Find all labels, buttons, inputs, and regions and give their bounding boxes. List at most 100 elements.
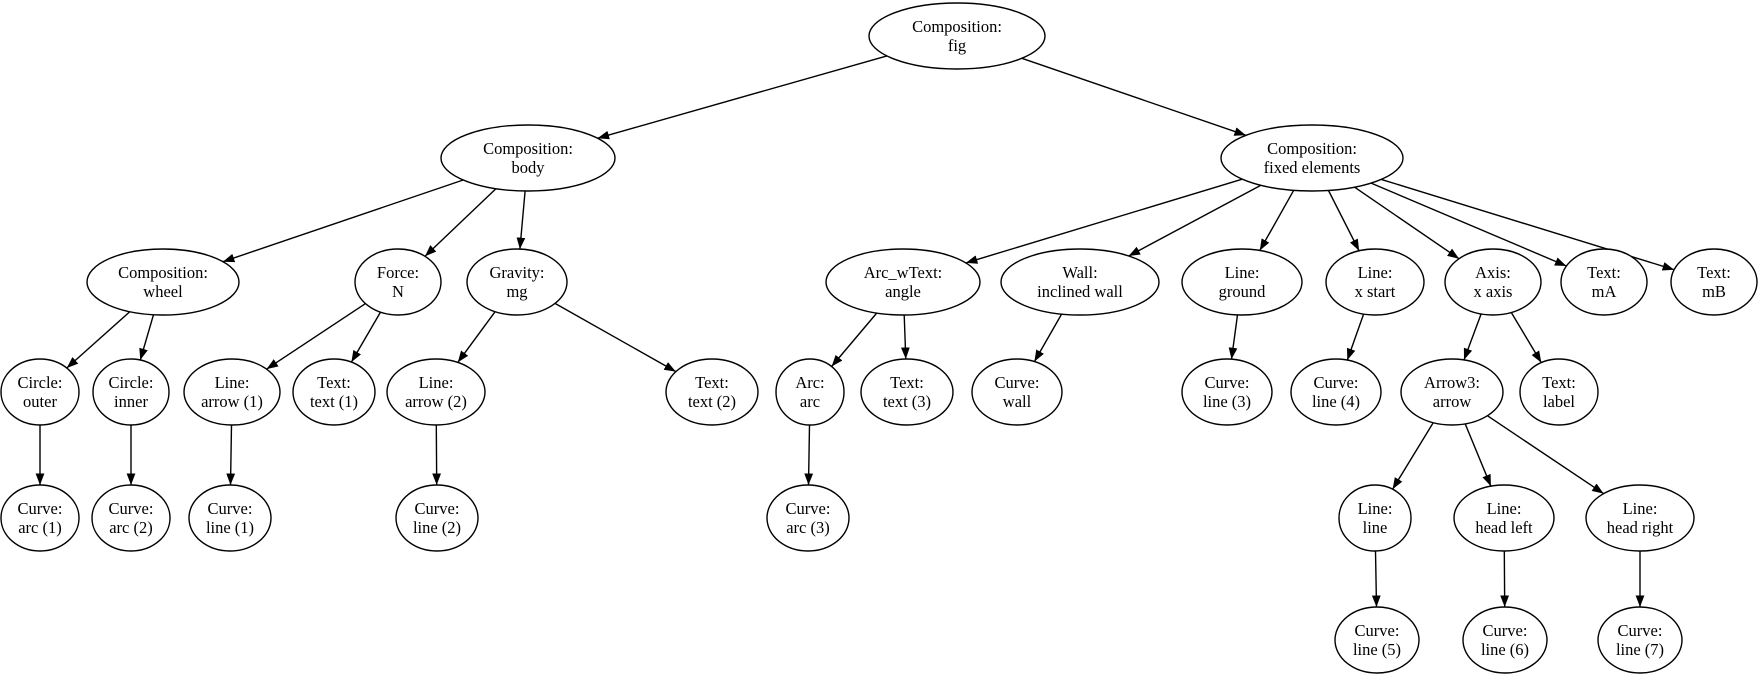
- node-label-line1: Line:: [1358, 263, 1393, 282]
- node-fixed: Composition:fixed elements: [1220, 124, 1404, 192]
- node-label-line2: head right: [1607, 518, 1674, 537]
- node-ellipse-line6: [1462, 606, 1548, 674]
- node-inclined_wall: Wall:inclined wall: [1000, 248, 1160, 316]
- node-text1: Text:text (1): [292, 358, 376, 426]
- node-label-line1: Curve:: [109, 499, 154, 518]
- node-label-line1: Arrow3:: [1424, 373, 1480, 392]
- node-label-line1: Line:: [1623, 499, 1658, 518]
- node-label-text3: Text:text (3): [883, 373, 931, 411]
- edge-wheel-to-outer: [66, 311, 131, 369]
- node-ellipse-arc: [775, 358, 845, 426]
- node-outer: Circle:outer: [0, 358, 80, 426]
- edge-fixed-to-ground: [1259, 189, 1295, 251]
- node-ellipse-line1: [188, 484, 272, 552]
- node-label-inclined_wall: Wall:inclined wall: [1037, 263, 1123, 301]
- node-label-line2: line (5): [1353, 640, 1401, 659]
- node-label-line2: N: [392, 282, 404, 301]
- node-inner: Circle:inner: [92, 358, 170, 426]
- node-label-arrow3: Arrow3:arrow: [1424, 373, 1480, 411]
- edge-x_axis-to-arrow3: [1463, 313, 1482, 361]
- node-line: Line:line: [1338, 484, 1412, 552]
- node-label-line1: Curve:: [995, 373, 1040, 392]
- node-label-arc: Arc:arc: [795, 373, 824, 411]
- node-label-line2: text (2): [688, 392, 736, 411]
- node-label-line2: line (1): [206, 518, 254, 537]
- node-label-line: Line:line: [1358, 499, 1393, 537]
- node-line6: Curve:line (6): [1462, 606, 1548, 674]
- node-ellipse-fixed: [1220, 124, 1404, 192]
- node-label-line2: body: [512, 158, 546, 177]
- node-ellipse-line7: [1597, 606, 1683, 674]
- node-label-line2: arrow (1): [201, 392, 263, 411]
- edge-arc-to-arc3: [804, 424, 814, 486]
- node-label-line1: Curve:: [786, 499, 831, 518]
- node-label-line2: head left: [1475, 518, 1533, 537]
- edge-x_axis-to-label: [1510, 312, 1542, 363]
- node-label-x_start: Line:x start: [1355, 263, 1396, 301]
- edge-line-to-line5: [1371, 550, 1381, 608]
- node-ellipse-head_right: [1585, 484, 1695, 552]
- edge-body-to-n: [424, 188, 497, 257]
- node-label-ground: Line:ground: [1219, 263, 1266, 301]
- node-label-line2: fig: [948, 36, 966, 55]
- node-label-n: Force:N: [377, 263, 419, 301]
- edge-n-to-text1: [350, 311, 382, 363]
- node-label-line1: Text:: [1697, 263, 1731, 282]
- node-ellipse-line4: [1290, 358, 1382, 426]
- node-ellipse-line5: [1334, 606, 1420, 674]
- node-line5: Curve:line (5): [1334, 606, 1420, 674]
- node-label-head_left: Line:head left: [1475, 499, 1533, 537]
- node-label-line2: arrow (2): [405, 392, 467, 411]
- node-head_left: Line:head left: [1453, 484, 1555, 552]
- node-label-x_axis: Axis:x axis: [1474, 263, 1513, 301]
- node-label-line2: line (7): [1616, 640, 1664, 659]
- node-label-line2: arc (3): [786, 518, 830, 537]
- node-label-line1: Text:: [890, 373, 924, 392]
- node-label-line2: line (4): [1312, 392, 1360, 411]
- node-label-line1: Composition:: [1267, 139, 1357, 158]
- node-wall: Curve:wall: [971, 358, 1063, 426]
- node-line4: Curve:line (4): [1290, 358, 1382, 426]
- node-line7: Curve:line (7): [1597, 606, 1683, 674]
- node-mg: Gravity:mg: [466, 248, 568, 316]
- node-label-line2: line (3): [1203, 392, 1251, 411]
- node-ellipse-label: [1519, 358, 1599, 426]
- node-label-line2: arc (1): [18, 518, 62, 537]
- node-label-arc2: Curve:arc (2): [109, 499, 154, 537]
- node-wheel: Composition:wheel: [86, 248, 240, 316]
- node-label-body: Composition:body: [483, 139, 573, 177]
- node-label-mg: Gravity:mg: [490, 263, 545, 301]
- node-fig: Composition:fig: [868, 2, 1046, 70]
- node-ellipse-line: [1338, 484, 1412, 552]
- node-line3: Curve:line (3): [1181, 358, 1273, 426]
- node-mb: Text:mB: [1670, 248, 1758, 316]
- node-label-line1: Line:: [1487, 499, 1522, 518]
- node-label-arc3: Curve:arc (3): [786, 499, 831, 537]
- edge-x_start-to-line4: [1346, 313, 1365, 361]
- node-label-line2: mB: [1702, 282, 1726, 301]
- node-ellipse-x_axis: [1444, 248, 1542, 316]
- edge-fig-to-fixed: [1021, 57, 1247, 136]
- node-arrow1: Line:arrow (1): [183, 358, 281, 426]
- node-label-line2: ground: [1219, 282, 1266, 301]
- node-label-line2: x start: [1355, 282, 1396, 301]
- node-line2: Curve:line (2): [395, 484, 479, 552]
- node-label-line4: Curve:line (4): [1312, 373, 1360, 411]
- node-label-line1: Arc_wText:: [864, 263, 943, 282]
- node-label-head_right: Line:head right: [1607, 499, 1674, 537]
- node-arrow2: Line:arrow (2): [386, 358, 486, 426]
- node-label-line3: Curve:line (3): [1203, 373, 1251, 411]
- node-arc: Arc:arc: [775, 358, 845, 426]
- node-arc2: Curve:arc (2): [91, 484, 171, 552]
- node-label-line1: Text:: [1587, 263, 1621, 282]
- edge-mg-to-arrow2: [457, 311, 496, 363]
- node-label-inner: Circle:inner: [109, 373, 154, 411]
- node-ellipse-mg: [466, 248, 568, 316]
- node-label-line1: Curve:: [208, 499, 253, 518]
- node-ellipse-n: [354, 248, 442, 316]
- node-label-line1: Text:: [695, 373, 729, 392]
- node-ellipse-angle: [825, 248, 981, 316]
- node-label-line2: wall: [1003, 392, 1032, 411]
- node-label-line2: arc: [800, 392, 820, 411]
- node-arc3: Curve:arc (3): [766, 484, 850, 552]
